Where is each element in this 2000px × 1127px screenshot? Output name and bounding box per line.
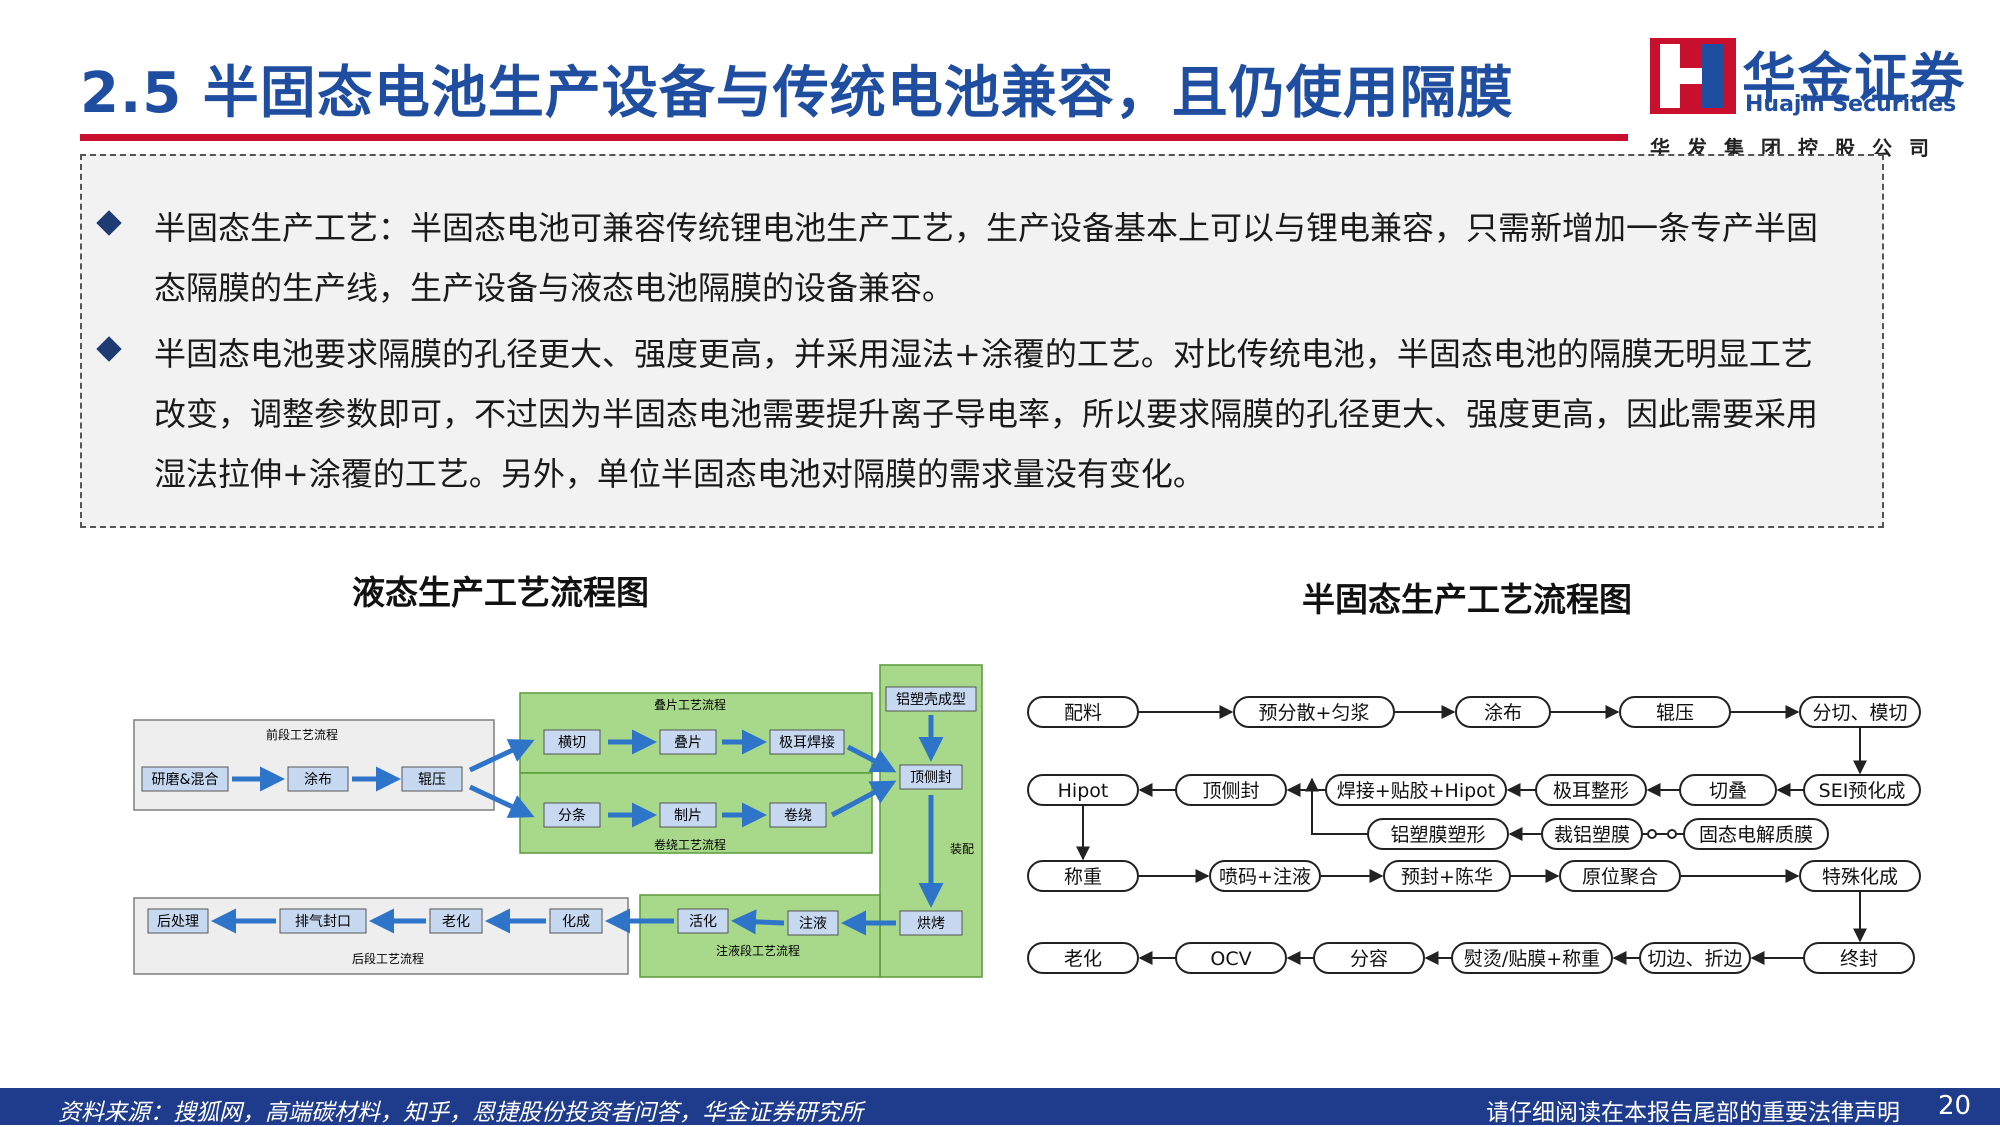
semi-step-rolling: 辊压	[1656, 702, 1694, 724]
summary-box: 半固态生产工艺：半固态电池可兼容传统锂电池生产工艺，生产设备基本上可以与锂电兼容…	[80, 154, 1884, 528]
semi-step-solid-electrolyte-film: 固态电解质膜	[1699, 824, 1813, 846]
step-rolling: 辊压	[418, 772, 446, 788]
step-top-side-seal: 顶侧封	[910, 770, 952, 786]
link-connector-icon	[1642, 829, 1684, 839]
page-number: 20	[1938, 1091, 1972, 1121]
bullet-1: 半固态生产工艺：半固态电池可兼容传统锂电池生产工艺，生产设备基本上可以与锂电兼容…	[96, 198, 1840, 318]
semi-step-slit-diecut: 分切、模切	[1812, 702, 1907, 724]
footer-source: 资料来源：搜狐网，高端碳材料，知乎，恩捷股份投资者问答，华金证券研究所	[58, 1100, 863, 1126]
winding-label: 卷绕工艺流程	[654, 837, 726, 852]
step-post-process: 后处理	[157, 914, 199, 930]
diamond-bullet-icon	[96, 210, 122, 236]
semi-diagram-caption: 半固态生产工艺流程图	[1302, 580, 1632, 619]
liquid-process-diagram: 前段工艺流程 叠片工艺流程 卷绕工艺流程 装配 注液段工艺流程 后段工艺流程 研…	[133, 664, 983, 978]
semi-step-tab-shaping: 极耳整形	[1553, 780, 1629, 802]
step-activation: 活化	[689, 914, 717, 930]
semi-step-sei-preformation: SEI预化成	[1819, 780, 1906, 802]
semi-step-cut-pouch: 裁铝塑膜	[1554, 824, 1630, 846]
semi-step-grading: 分容	[1350, 948, 1388, 970]
semi-step-preseal-aging: 预封+陈华	[1401, 866, 1493, 888]
logo-english-name: Huajin Securities	[1745, 92, 1957, 117]
semi-step-weld-tape-hipot: 焊接+贴胶+Hipot	[1337, 780, 1496, 802]
semi-step-in-situ-polymerization: 原位聚合	[1582, 866, 1658, 888]
semi-step-aging: 老化	[1064, 948, 1102, 970]
diamond-bullet-icon	[96, 336, 122, 362]
injection-group	[639, 894, 881, 978]
step-cross-cut: 横切	[558, 735, 586, 751]
front-stage-group	[133, 719, 495, 811]
stacking-label: 叠片工艺流程	[654, 697, 726, 712]
step-tab-welding: 极耳焊接	[779, 734, 835, 751]
step-winding: 卷绕	[784, 808, 812, 824]
semi-step-hipot: Hipot	[1058, 780, 1109, 802]
semi-step-ocv: OCV	[1210, 948, 1251, 970]
step-coating: 涂布	[304, 772, 332, 788]
footer-disclaimer: 请仔细阅读在本报告尾部的重要法律声明	[1486, 1100, 1900, 1126]
semi-step-final-seal: 终封	[1840, 948, 1878, 970]
semi-step-coating: 涂布	[1484, 702, 1522, 724]
step-sheet-making: 制片	[674, 808, 702, 824]
injection-label: 注液段工艺流程	[716, 943, 800, 958]
front-stage-label: 前段工艺流程	[266, 727, 338, 742]
step-stacking: 叠片	[674, 735, 702, 751]
step-baking: 烘烤	[917, 916, 945, 932]
semi-step-special-formation: 特殊化成	[1822, 866, 1898, 888]
step-shell-forming: 铝塑壳成型	[896, 691, 966, 708]
bullet-2-text: 半固态电池要求隔膜的孔径更大、强度更高，并采用湿法+涂覆的工艺。对比传统电池，半…	[154, 335, 1819, 493]
step-injection: 注液	[799, 916, 827, 932]
semi-step-cut-stack: 切叠	[1709, 780, 1747, 802]
assembly-label: 装配	[950, 842, 974, 856]
semi-step-top-side-seal: 顶侧封	[1202, 780, 1259, 802]
semi-step-trim-fold: 切边、折边	[1647, 948, 1742, 970]
semi-step-weighing: 称重	[1064, 866, 1102, 888]
step-formation: 化成	[562, 914, 590, 930]
semi-step-iron-film-weigh: 熨烫/贴膜+称重	[1464, 948, 1600, 970]
semi-solid-process-diagram: 配料 预分散+匀浆 涂布 辊压 分切、模切 Hipot 顶侧封 焊接+贴胶+Hi…	[1027, 696, 1921, 974]
semi-step-batching: 配料	[1064, 702, 1102, 724]
step-degas-seal: 排气封口	[295, 914, 351, 930]
huajin-logo-icon	[1650, 38, 1736, 114]
step-grind-mix: 研磨&混合	[152, 772, 219, 788]
liquid-diagram-caption: 液态生产工艺流程图	[352, 573, 649, 612]
title-underline	[80, 134, 1628, 141]
footer-bar	[0, 1088, 2000, 1125]
logo-chinese-name: 华金证券	[1742, 47, 1966, 110]
page-title: 2.5 半固态电池生产设备与传统电池兼容，且仍使用隔膜	[80, 61, 1514, 126]
back-stage-label: 后段工艺流程	[352, 951, 424, 966]
semi-step-predisperse-slurry: 预分散+匀浆	[1259, 702, 1370, 724]
semi-step-pouch-forming: 铝塑膜塑形	[1390, 824, 1485, 846]
bullet-1-text: 半固态生产工艺：半固态电池可兼容传统锂电池生产工艺，生产设备基本上可以与锂电兼容…	[154, 209, 1819, 307]
step-slitting: 分条	[558, 807, 586, 824]
semi-step-code-injection: 喷码+注液	[1219, 866, 1311, 888]
step-aging: 老化	[442, 914, 470, 930]
bullet-2: 半固态电池要求隔膜的孔径更大、强度更高，并采用湿法+涂覆的工艺。对比传统电池，半…	[96, 324, 1840, 504]
